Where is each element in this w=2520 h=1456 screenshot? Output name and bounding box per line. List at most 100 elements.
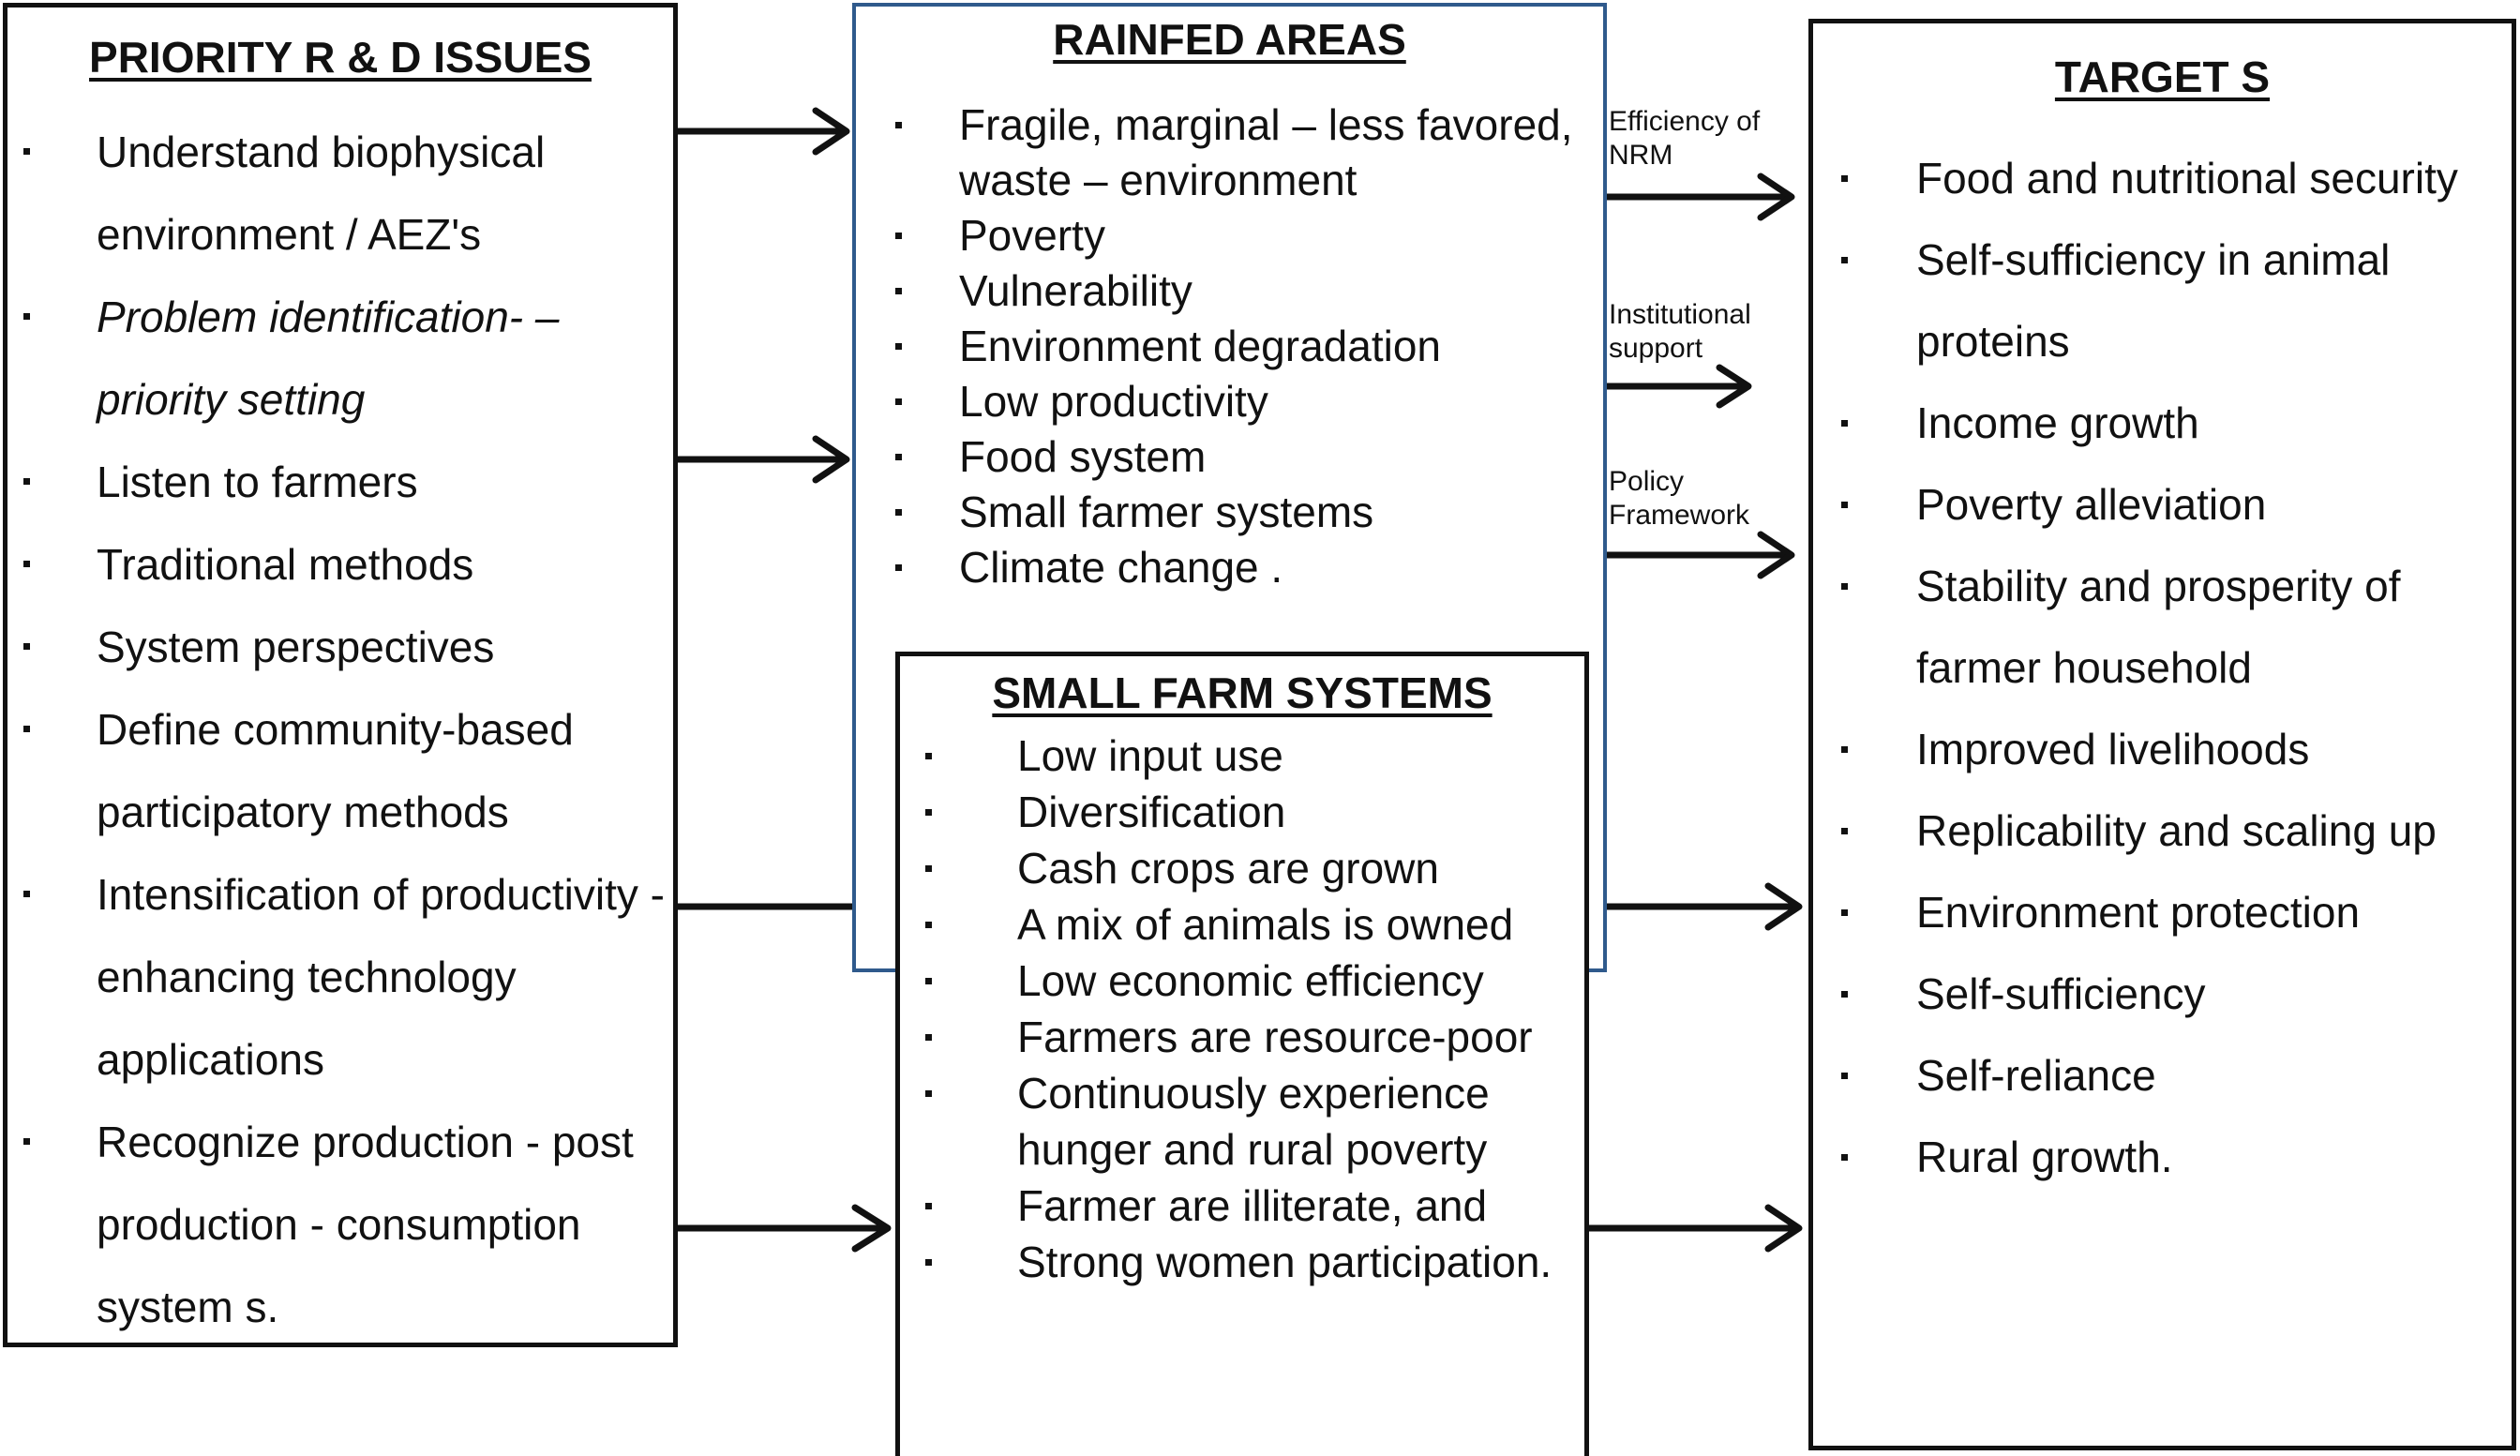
priority-issue-item: Problem identification- – priority setti… bbox=[23, 276, 668, 441]
small-farm-system-item: Strong women participation. bbox=[925, 1234, 1580, 1290]
rainfed-area-item-text: Environment degradation bbox=[959, 322, 1441, 370]
target-item: Stability and prosperity of farmer house… bbox=[1841, 546, 2507, 709]
small-farm-system-item: A mix of animals is owned bbox=[925, 896, 1580, 953]
bullet-icon bbox=[895, 398, 902, 405]
rainfed-areas-title: RAINFED AREAS bbox=[1053, 15, 1406, 64]
small-farm-system-item-text: Diversification bbox=[1017, 788, 1286, 836]
target-item-text: Improved livelihoods bbox=[1916, 725, 2310, 773]
bullet-icon bbox=[925, 865, 932, 872]
small-farm-system-item: Low economic efficiency bbox=[925, 953, 1580, 1009]
priority-issue-item-text: Intensification of productivity - enhanc… bbox=[97, 870, 665, 1084]
priority-issue-item-text: Define community-based participatory met… bbox=[97, 705, 574, 836]
bullet-icon bbox=[23, 1138, 30, 1145]
rainfed-area-item: Food system bbox=[895, 429, 1597, 485]
target-item: Rural growth. bbox=[1841, 1117, 2507, 1198]
bullet-icon bbox=[925, 1259, 932, 1266]
label-institutional-support: Institutional support bbox=[1609, 299, 1751, 364]
rainfed-area-item: Environment degradation bbox=[895, 319, 1597, 374]
target-item-text: Self-sufficiency in animal proteins bbox=[1916, 235, 2391, 366]
bullet-icon bbox=[1841, 257, 1848, 263]
target-item-text: Food and nutritional security bbox=[1916, 154, 2458, 203]
bullet-icon bbox=[23, 148, 30, 155]
bullet-icon bbox=[925, 978, 932, 984]
target-item-text: Replicability and scaling up bbox=[1916, 806, 2437, 855]
bullet-icon bbox=[23, 726, 30, 732]
rainfed-area-item-text: Low productivity bbox=[959, 377, 1268, 426]
priority-issue-item: System perspectives bbox=[23, 606, 668, 688]
priority-issue-item-text: Recognize production - post production -… bbox=[97, 1118, 634, 1331]
small-farm-system-item: Cash crops are grown bbox=[925, 840, 1580, 896]
small-farm-system-item: Continuously experience hunger and rural… bbox=[925, 1065, 1580, 1178]
bullet-icon bbox=[1841, 1154, 1848, 1161]
small-farm-system-item-text: Farmers are resource-poor bbox=[1017, 1013, 1533, 1061]
priority-issue-item: Listen to farmers bbox=[23, 441, 668, 523]
bullet-icon bbox=[1841, 828, 1848, 834]
small-farm-system-item-text: Farmer are illiterate, and bbox=[1017, 1181, 1488, 1230]
small-farm-system-item-text: A mix of animals is owned bbox=[1017, 900, 1514, 949]
bullet-icon bbox=[1841, 991, 1848, 998]
priority-issues-title: PRIORITY R & D ISSUES bbox=[89, 33, 592, 82]
rainfed-area-item: Climate change . bbox=[895, 540, 1597, 595]
target-item-text: Environment protection bbox=[1916, 888, 2361, 937]
target-item-text: Stability and prosperity of farmer house… bbox=[1916, 562, 2401, 692]
priority-issue-item-text: System perspectives bbox=[97, 623, 495, 671]
priority-issue-item: Intensification of productivity - enhanc… bbox=[23, 853, 668, 1101]
bullet-icon bbox=[925, 1090, 932, 1097]
bullet-icon bbox=[23, 643, 30, 650]
target-item: Food and nutritional security bbox=[1841, 138, 2507, 219]
rainfed-area-item: Low productivity bbox=[895, 374, 1597, 429]
target-item: Replicability and scaling up bbox=[1841, 790, 2507, 872]
priority-issue-item: Recognize production - post production -… bbox=[23, 1101, 668, 1348]
small-farm-system-item: Farmers are resource-poor bbox=[925, 1009, 1580, 1065]
small-farm-system-item-text: Continuously experience hunger and rural… bbox=[1017, 1069, 1490, 1174]
bullet-icon bbox=[1841, 909, 1848, 916]
bullet-icon bbox=[1841, 502, 1848, 508]
rainfed-area-item-text: Small farmer systems bbox=[959, 488, 1374, 536]
bullet-icon bbox=[23, 891, 30, 897]
target-item: Improved livelihoods bbox=[1841, 709, 2507, 790]
priority-issue-item: Traditional methods bbox=[23, 523, 668, 606]
rainfed-area-item-text: Fragile, marginal – less favored, waste … bbox=[959, 100, 1573, 204]
bullet-icon bbox=[895, 288, 902, 294]
target-item: Income growth bbox=[1841, 383, 2507, 464]
bullet-icon bbox=[1841, 746, 1848, 753]
target-item: Self-sufficiency in animal proteins bbox=[1841, 219, 2507, 383]
target-item-text: Income growth bbox=[1916, 398, 2199, 447]
small-farm-systems-title: SMALL FARM SYSTEMS bbox=[992, 668, 1492, 717]
priority-issue-item-text: Problem identification- – priority setti… bbox=[97, 293, 560, 424]
bullet-icon bbox=[895, 122, 902, 128]
small-farm-system-item-text: Low economic efficiency bbox=[1017, 956, 1484, 1005]
rainfed-areas-list: Fragile, marginal – less favored, waste … bbox=[895, 98, 1597, 595]
bullet-icon bbox=[23, 313, 30, 320]
target-item-text: Self-reliance bbox=[1916, 1051, 2156, 1100]
small-farm-system-item-text: Low input use bbox=[1017, 731, 1283, 780]
priority-issues-list: Understand biophysical environment / AEZ… bbox=[23, 111, 668, 1348]
small-farm-system-item-text: Strong women participation. bbox=[1017, 1238, 1552, 1286]
bullet-icon bbox=[925, 1034, 932, 1041]
rainfed-area-item-text: Vulnerability bbox=[959, 266, 1192, 315]
target-item-text: Poverty alleviation bbox=[1916, 480, 2267, 529]
rainfed-area-item: Poverty bbox=[895, 208, 1597, 263]
rainfed-area-item-text: Food system bbox=[959, 432, 1207, 481]
priority-issue-item-text: Understand biophysical environment / AEZ… bbox=[97, 128, 546, 259]
bullet-icon bbox=[23, 561, 30, 567]
target-item: Self-reliance bbox=[1841, 1035, 2507, 1117]
small-farm-system-item: Diversification bbox=[925, 784, 1580, 840]
priority-issue-item: Understand biophysical environment / AEZ… bbox=[23, 111, 668, 276]
bullet-icon bbox=[1841, 175, 1848, 182]
bullet-icon bbox=[23, 478, 30, 485]
small-farm-system-item: Farmer are illiterate, and bbox=[925, 1178, 1580, 1234]
targets-title: TARGET S bbox=[2054, 53, 2271, 101]
priority-issue-item-text: Listen to farmers bbox=[97, 458, 418, 506]
small-farm-system-item: Low input use bbox=[925, 728, 1580, 784]
small-farm-system-item-text: Cash crops are grown bbox=[1017, 844, 1439, 893]
bullet-icon bbox=[895, 454, 902, 460]
rainfed-area-item: Vulnerability bbox=[895, 263, 1597, 319]
bullet-icon bbox=[925, 922, 932, 928]
rainfed-area-item: Fragile, marginal – less favored, waste … bbox=[895, 98, 1597, 208]
bullet-icon bbox=[895, 233, 902, 239]
